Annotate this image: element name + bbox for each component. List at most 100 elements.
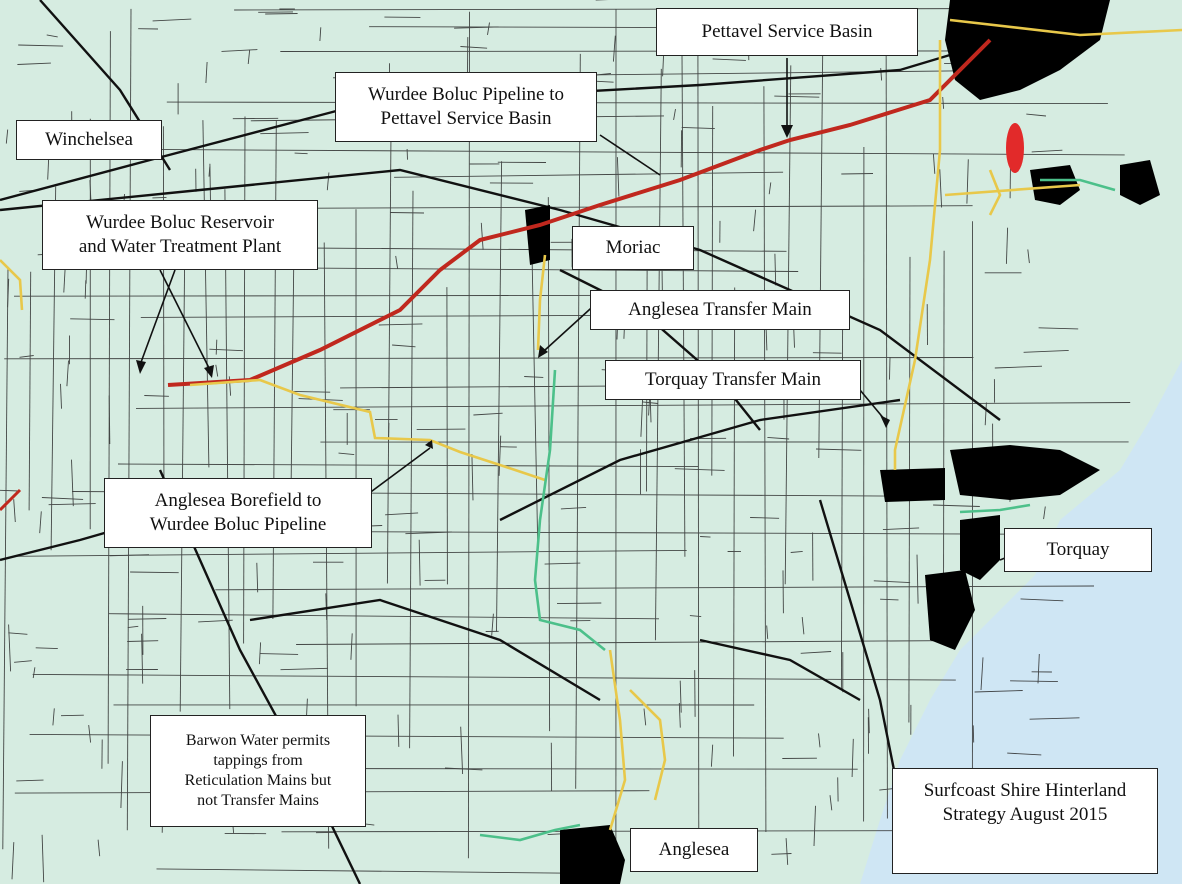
parcel-boundary xyxy=(674,468,725,471)
parcel-boundary xyxy=(575,53,581,789)
parcel-boundary xyxy=(108,395,111,445)
parcel-boundary xyxy=(8,632,28,635)
parcel-boundary xyxy=(1010,680,1058,683)
label-text: Strategy August 2015 xyxy=(942,804,1108,825)
parcel-boundary xyxy=(66,360,69,387)
parcel-boundary xyxy=(813,805,816,847)
parcel-boundary xyxy=(39,511,42,534)
label-winchelsea: Winchelsea xyxy=(16,120,162,160)
parcel-boundary xyxy=(350,633,353,660)
parcel-boundary xyxy=(209,348,244,352)
parcel-boundary xyxy=(681,126,715,130)
parcel-boundary xyxy=(46,34,58,38)
parcel-boundary xyxy=(205,61,208,84)
parcel-boundary xyxy=(643,708,647,726)
label-text: tappings from xyxy=(213,752,303,769)
parcel-boundary xyxy=(418,539,421,586)
parcel-boundary xyxy=(1020,598,1064,602)
parcel-boundary xyxy=(815,448,862,451)
label-text: Wurdee Boluc Pipeline xyxy=(149,514,327,535)
parcel-boundary xyxy=(889,356,891,380)
parcel-boundary xyxy=(19,355,34,358)
parcel-boundary xyxy=(697,34,700,863)
parcel-boundary xyxy=(1005,227,1009,264)
parcel-boundary xyxy=(818,733,821,748)
parcel-boundary xyxy=(18,44,64,47)
parcel-boundary xyxy=(392,344,416,348)
parcel-boundary xyxy=(416,428,466,431)
label-arrowheads xyxy=(136,125,890,449)
parcel-boundary xyxy=(766,625,769,639)
parcel-boundary xyxy=(386,82,392,584)
parcel-boundary xyxy=(1027,249,1030,264)
parcel-boundary xyxy=(768,182,772,195)
parcel-boundary xyxy=(498,435,502,476)
parcel-boundary xyxy=(130,571,179,574)
parcel-boundary xyxy=(712,58,746,61)
label-text: Torquay Transfer Main xyxy=(645,369,821,390)
parcel-boundary xyxy=(531,253,539,544)
parcel-boundary xyxy=(800,651,832,654)
label-torquay-transfer-main: Torquay Transfer Main xyxy=(605,360,861,400)
parcel-boundary xyxy=(932,153,936,174)
label-text: Reticulation Mains but xyxy=(184,772,332,789)
parcel-boundary xyxy=(7,278,10,308)
parcel-boundary xyxy=(215,339,218,355)
parcel-boundary xyxy=(1026,113,1047,117)
parcel-boundary xyxy=(700,536,711,538)
parcel-boundary xyxy=(673,109,676,120)
parcel-boundary xyxy=(319,27,322,42)
parcel-boundary xyxy=(405,531,452,535)
parcel-boundary xyxy=(640,393,644,437)
label-text: Winchelsea xyxy=(45,129,133,150)
parcel-boundary xyxy=(801,617,805,635)
parcel-boundary xyxy=(390,212,425,214)
parcel-boundary xyxy=(179,212,186,712)
parcel-boundary xyxy=(71,459,74,507)
label-text: Pettavel Service Basin xyxy=(701,21,873,42)
parcel-boundary xyxy=(446,287,448,585)
label-anglesea-borefield: Anglesea Borefield to Wurdee Boluc Pipel… xyxy=(104,478,372,548)
parcel-boundary xyxy=(616,157,620,197)
label-torquay: Torquay xyxy=(1004,528,1152,572)
label-text: Surfcoast Shire Hinterland xyxy=(923,780,1127,801)
parcel-boundary xyxy=(294,152,308,155)
parcel-boundary xyxy=(994,365,1043,369)
parcel-boundary xyxy=(560,506,587,510)
parcel-boundary xyxy=(70,318,115,321)
parcel-boundary xyxy=(942,96,945,109)
parcel-boundary xyxy=(984,402,987,426)
label-pettavel-service-basin: Pettavel Service Basin xyxy=(656,8,918,56)
parcel-boundary xyxy=(654,68,662,641)
sea-area xyxy=(860,360,1182,884)
parcel-boundary xyxy=(974,690,1023,693)
parcel-boundary xyxy=(17,62,51,65)
parcel-boundary xyxy=(487,22,490,35)
parcel-boundary xyxy=(5,129,9,144)
parcel-boundary xyxy=(473,412,503,416)
parcel-boundary xyxy=(1029,717,1080,720)
parcel-boundary xyxy=(612,35,616,62)
parcel-boundary xyxy=(1037,653,1040,684)
parcel-boundary xyxy=(480,222,484,250)
parcel-boundary xyxy=(933,504,980,507)
parcel-boundary xyxy=(544,562,581,565)
parcel-boundary xyxy=(35,647,58,650)
pettavel-basin-marker xyxy=(1006,123,1024,173)
parcel-boundary xyxy=(851,738,854,778)
parcel-boundary xyxy=(97,839,101,857)
parcel-boundary xyxy=(1031,149,1063,153)
parcel-boundary xyxy=(524,376,544,378)
label-wurdee-pipeline: Wurdee Boluc Pipeline to Pettavel Servic… xyxy=(335,72,597,142)
parcel-boundary xyxy=(774,95,820,98)
parcel-boundary xyxy=(41,834,45,883)
parcel-boundary xyxy=(840,293,844,689)
parcel-boundary xyxy=(556,602,602,605)
parcel-boundary xyxy=(444,767,483,771)
label-text: Barwon Water permits xyxy=(185,732,331,749)
urban-areas xyxy=(525,0,1160,884)
label-barwon-water-note: Barwon Water permits tappings from Retic… xyxy=(150,715,366,827)
parcel-boundary xyxy=(385,512,419,516)
reticulation-mains xyxy=(479,178,1116,842)
